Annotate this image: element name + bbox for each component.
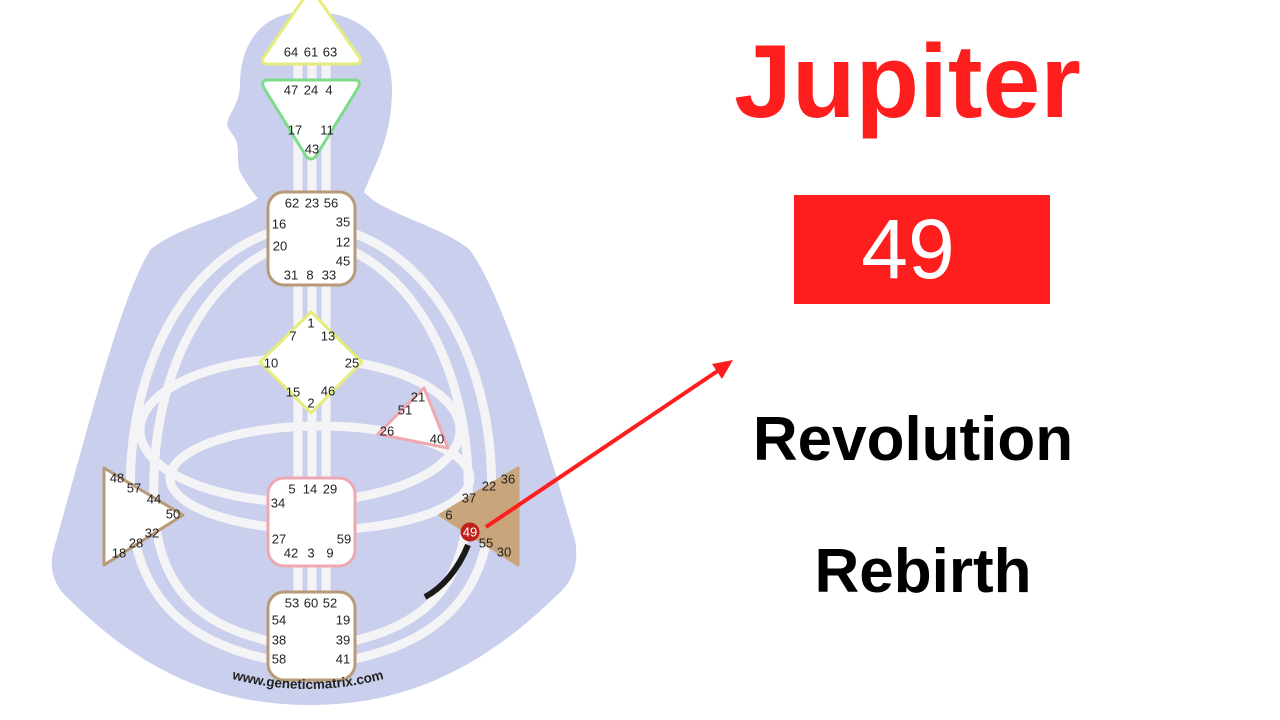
gate: 16: [272, 217, 286, 232]
gate: 3: [307, 546, 314, 561]
gate: 19: [336, 613, 350, 628]
solar-plexus-center: [438, 466, 520, 567]
gate: 39: [336, 633, 350, 648]
active-channel: [423, 543, 471, 600]
gate: 15: [286, 385, 300, 400]
gate: 32: [145, 526, 159, 541]
gate: 31: [284, 268, 298, 283]
gate: 21: [411, 390, 425, 405]
active-gate-marker: [460, 522, 480, 542]
gate: 7: [289, 329, 296, 344]
throat-center: [266, 190, 357, 287]
gate: 46: [321, 384, 335, 399]
ajna-center: [261, 78, 361, 161]
gate: 42: [284, 546, 298, 561]
gate: 64: [284, 45, 298, 60]
spleen-center: [102, 466, 185, 567]
gate-number: 49: [861, 202, 955, 296]
gate: 57: [127, 481, 141, 496]
gate: 8: [306, 268, 313, 283]
gate: 58: [272, 652, 286, 667]
keyword-1: Revolution: [752, 405, 1074, 474]
gate: 55: [479, 536, 493, 551]
gate: 27: [272, 532, 286, 547]
gate: 37: [462, 491, 476, 506]
gate: 62: [285, 196, 299, 211]
gate: 22: [482, 479, 496, 494]
gate: 26: [380, 424, 394, 439]
gate: 25: [345, 356, 359, 371]
gate: 1: [307, 316, 314, 331]
gate: 2: [307, 396, 314, 411]
gate: 34: [271, 496, 285, 511]
gate-numbers: 64 61 63 47 24 4 17 11 43 62 23 56 16 35…: [110, 45, 515, 667]
gate-badge: 49: [794, 195, 1050, 304]
gate: 11: [320, 123, 334, 138]
gate: 41: [336, 652, 350, 667]
gate: 5: [288, 482, 295, 497]
gate: 9: [326, 546, 333, 561]
gate: 18: [112, 546, 126, 561]
gate: 6: [445, 508, 452, 523]
sacral-center: [266, 476, 357, 568]
gate: 59: [337, 532, 351, 547]
gate: 17: [288, 123, 302, 138]
planet-title: Jupiter: [734, 24, 1081, 140]
gate: 23: [305, 196, 319, 211]
gate: 52: [323, 596, 337, 611]
gate: 10: [264, 356, 278, 371]
gate: 63: [323, 45, 337, 60]
gate: 28: [129, 536, 143, 551]
heart-center: [376, 386, 450, 450]
gate: 60: [304, 596, 318, 611]
gate: 12: [336, 235, 350, 250]
gate: 48: [110, 471, 124, 486]
keyword-2: Rebirth: [814, 537, 1032, 606]
gate: 38: [272, 633, 286, 648]
gate: 29: [323, 482, 337, 497]
gate: 61: [304, 45, 318, 60]
gate: 51: [398, 403, 412, 418]
gate: 33: [322, 268, 336, 283]
gate: 56: [324, 196, 338, 211]
gate: 24: [304, 83, 318, 98]
gate: 30: [497, 545, 511, 560]
gate: 36: [501, 472, 515, 487]
gate: 40: [430, 432, 444, 447]
root-center: [266, 590, 357, 682]
head-center: [260, 0, 362, 66]
gate: 53: [285, 596, 299, 611]
g-center: [258, 310, 364, 415]
gate: 54: [272, 613, 286, 628]
gate: 50: [166, 507, 180, 522]
gate: 20: [273, 239, 287, 254]
gate: 35: [336, 215, 350, 230]
pointer-arrow: [484, 360, 733, 529]
active-gate: 49: [463, 525, 477, 540]
gate: 43: [305, 142, 319, 157]
gate: 4: [325, 83, 332, 98]
gate: 44: [147, 492, 161, 507]
gate: 47: [284, 83, 298, 98]
gate: 45: [336, 254, 350, 269]
gate: 14: [303, 482, 317, 497]
gate: 13: [321, 329, 335, 344]
